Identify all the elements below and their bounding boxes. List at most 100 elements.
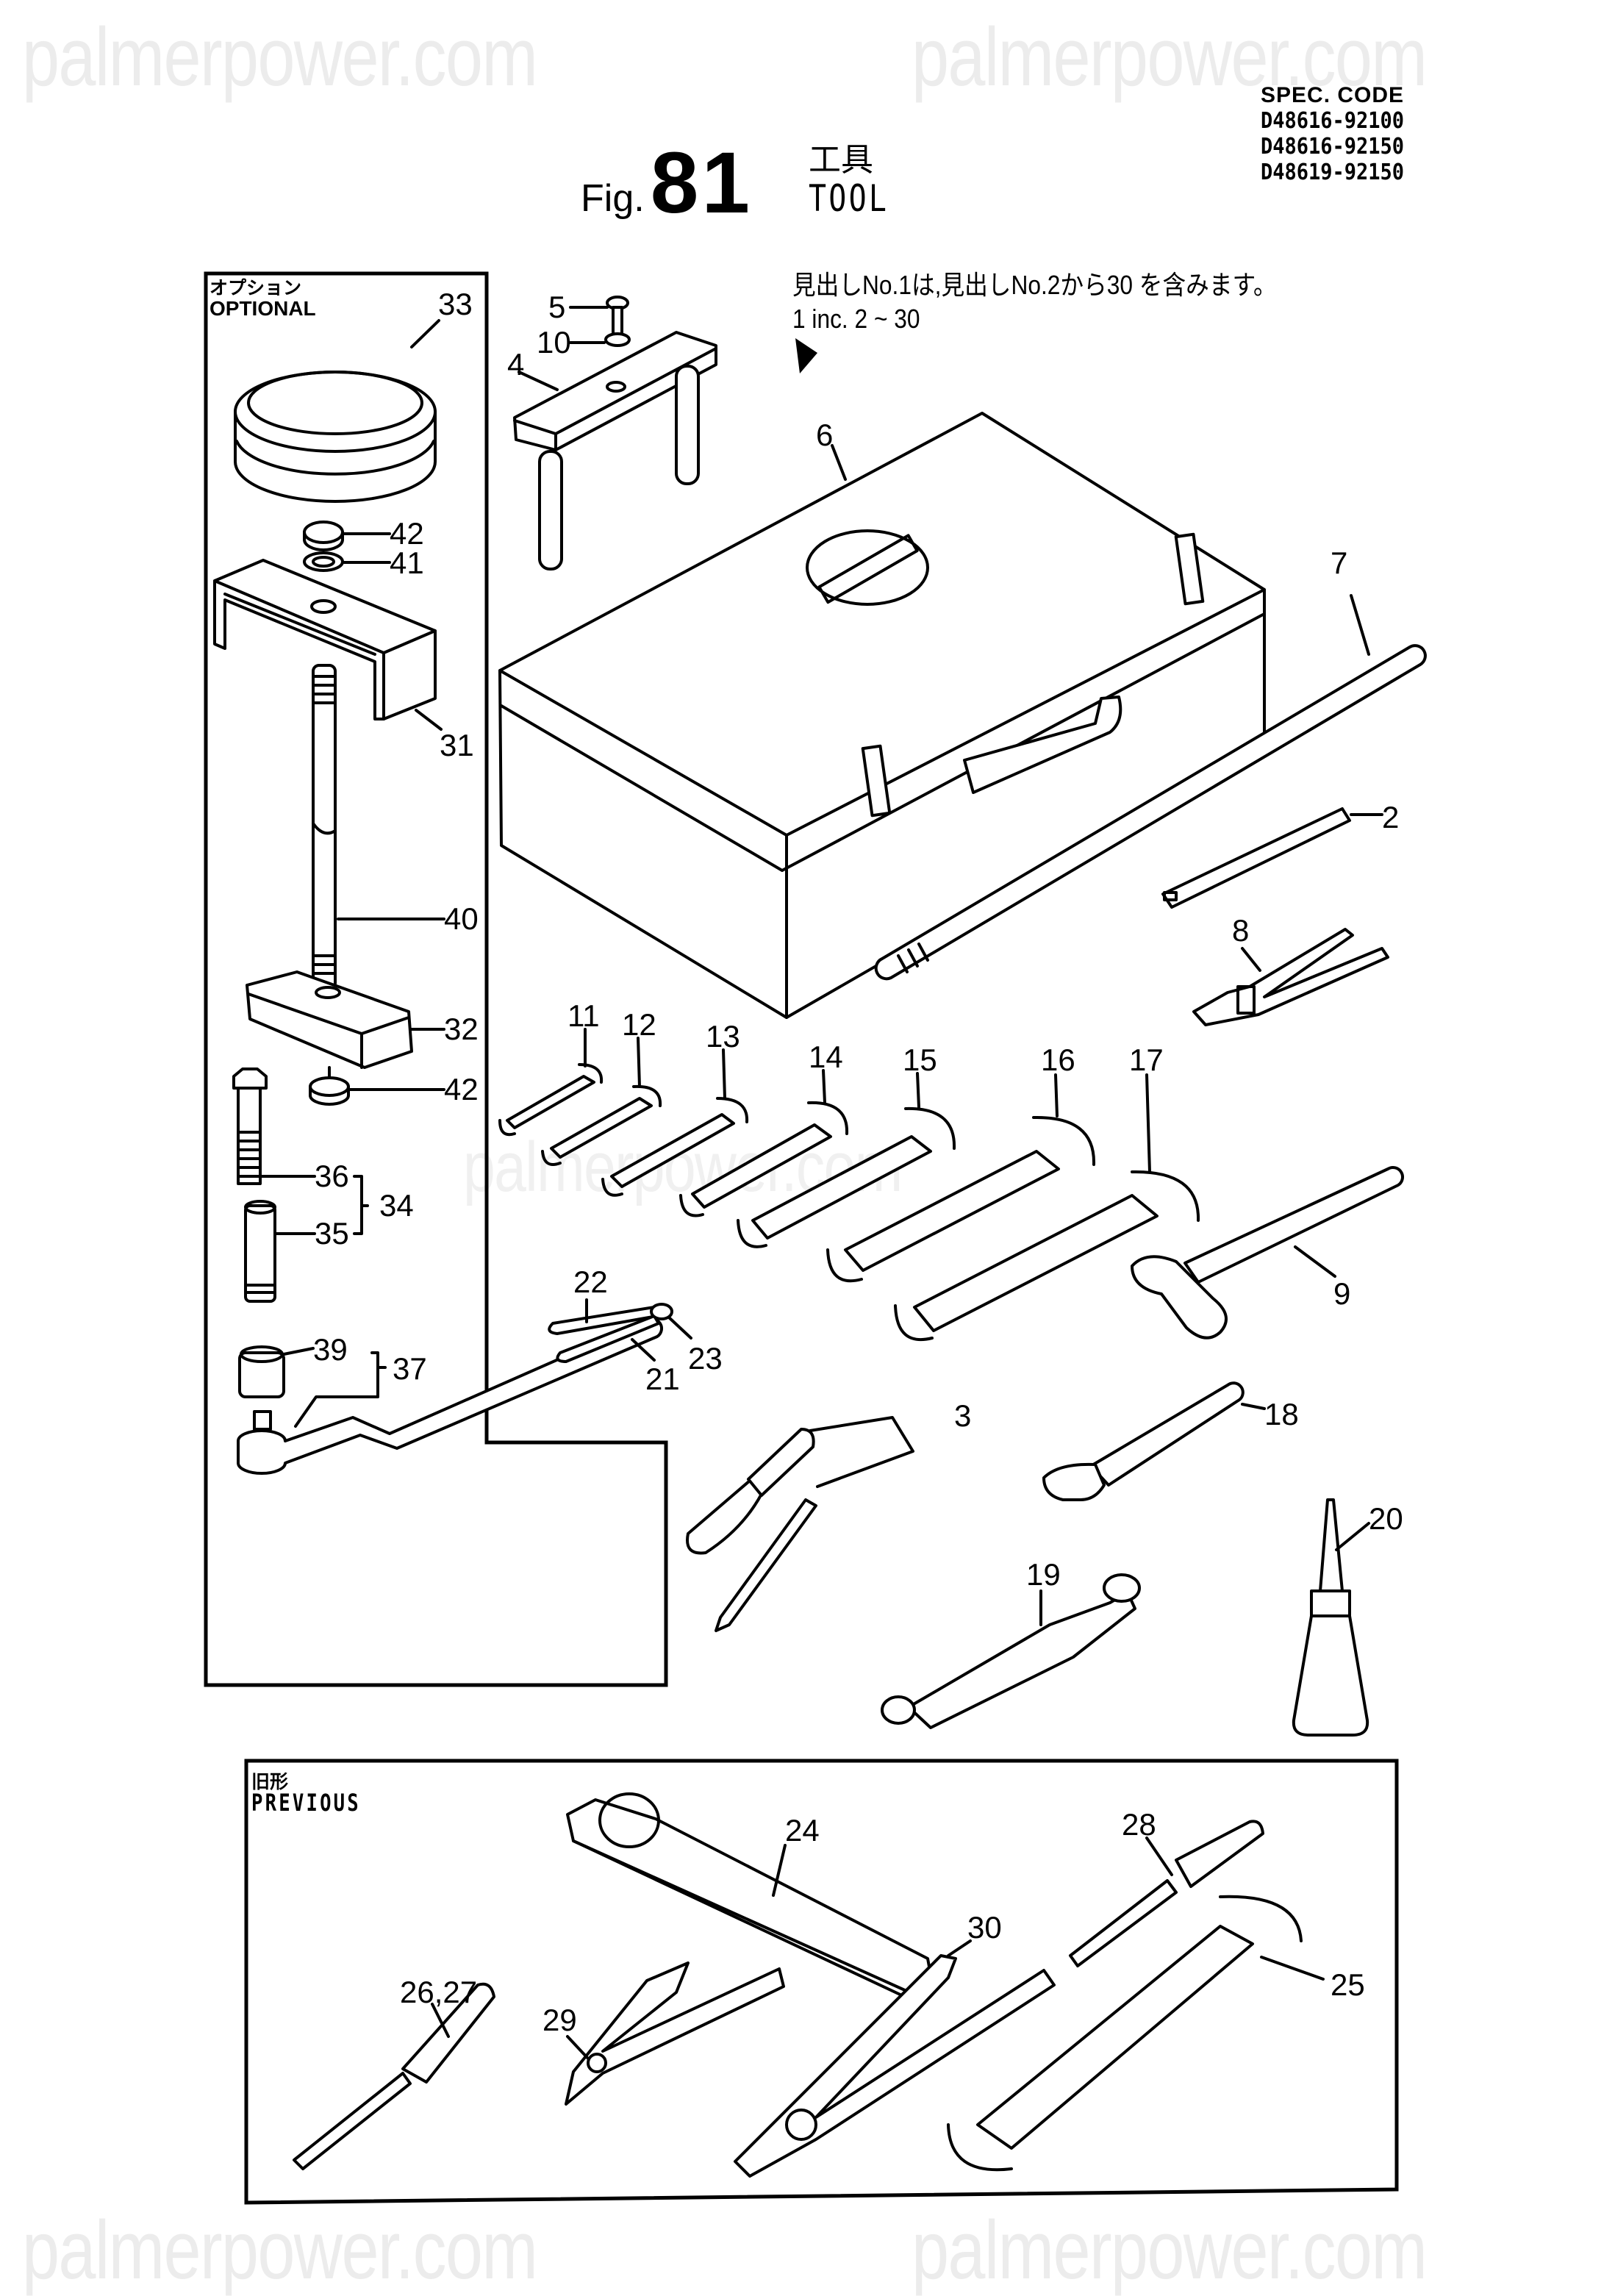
part-25-spanner[interactable] <box>947 1895 1303 2172</box>
leader-line <box>631 1338 656 1362</box>
callout-15[interactable]: 15 <box>903 1043 937 1077</box>
callout-24[interactable]: 24 <box>785 1813 820 1848</box>
part-37-crank-handle[interactable] <box>237 1317 663 1475</box>
part-15-spanner[interactable] <box>737 1106 956 1248</box>
leader-line <box>772 1844 787 1897</box>
callout-40[interactable]: 40 <box>444 901 479 936</box>
callout-10[interactable]: 10 <box>537 325 571 360</box>
leader-line <box>831 444 847 481</box>
watermark-bottom-left: palmerpower.com <box>22 2204 538 2296</box>
part-9-hammer[interactable] <box>1131 1166 1404 1340</box>
leader-line <box>1335 1522 1370 1551</box>
callout-33[interactable]: 33 <box>438 287 473 321</box>
leader-line <box>1145 1073 1151 1173</box>
callout-42-bottom[interactable]: 42 <box>444 1072 479 1106</box>
figure-title: Fig. 81 <box>581 140 753 226</box>
callout-42-top[interactable]: 42 <box>390 516 424 551</box>
callout-28[interactable]: 28 <box>1122 1807 1156 1842</box>
note-arrow-icon <box>795 338 817 373</box>
part-10-nut[interactable] <box>604 332 631 347</box>
callout-19[interactable]: 19 <box>1026 1557 1061 1592</box>
part-8-pliers[interactable] <box>1192 928 1389 1026</box>
part-17-spanner[interactable] <box>894 1170 1200 1342</box>
part-32-block[interactable] <box>246 970 413 1069</box>
callout-41[interactable]: 41 <box>390 546 424 580</box>
callout-16[interactable]: 16 <box>1041 1043 1075 1077</box>
callout-22[interactable]: 22 <box>573 1265 608 1299</box>
callout-37[interactable]: 37 <box>393 1351 427 1386</box>
part-3-screwdriver[interactable] <box>686 1428 817 1632</box>
inclusion-note-jp: 見出しNo.1は,見出しNo.2から30 を含みます。 <box>792 270 1277 300</box>
callout-6[interactable]: 6 <box>816 418 833 452</box>
callout-17[interactable]: 17 <box>1129 1043 1164 1077</box>
part-7-bar[interactable] <box>874 644 1427 981</box>
callout-23[interactable]: 23 <box>688 1341 723 1376</box>
optional-box-label: オプション OPTIONAL <box>210 278 316 319</box>
leader-line <box>667 1316 692 1340</box>
callout-3[interactable]: 3 <box>954 1398 971 1433</box>
leader-line <box>1350 594 1370 656</box>
optional-label-jp: オプション <box>210 278 302 298</box>
part-2-spanner[interactable] <box>1161 807 1351 909</box>
callout-25[interactable]: 25 <box>1331 1967 1365 2002</box>
part-35-sleeve[interactable] <box>244 1200 276 1303</box>
callout-21[interactable]: 21 <box>645 1362 680 1396</box>
callout-11[interactable]: 11 <box>567 998 600 1033</box>
callout-26-27[interactable]: 26,27 <box>400 1975 477 2009</box>
part-12-spanner[interactable] <box>541 1084 662 1166</box>
callout-9[interactable]: 9 <box>1333 1276 1350 1311</box>
inclusion-note-en: 1 inc. 2 ~ 30 <box>792 304 920 334</box>
leader-line <box>722 1048 726 1100</box>
callout-32[interactable]: 32 <box>444 1012 479 1046</box>
callout-14[interactable]: 14 <box>809 1040 843 1074</box>
callout-8[interactable]: 8 <box>1232 913 1249 948</box>
part-36-bolt[interactable] <box>232 1067 268 1185</box>
part-33-ring[interactable] <box>234 371 437 503</box>
callout-5[interactable]: 5 <box>548 290 565 324</box>
part-16-spanner[interactable] <box>826 1115 1096 1283</box>
leader-line <box>637 1037 641 1088</box>
part-20-oil-can[interactable] <box>1292 1498 1369 1737</box>
part-42-nut[interactable] <box>303 521 344 551</box>
figure-title-jp: 工具 <box>809 142 873 178</box>
leader-line <box>1054 1073 1059 1117</box>
leader-line <box>1294 1245 1336 1278</box>
bracket-34 <box>353 1175 369 1235</box>
part-41-washer[interactable] <box>303 551 344 572</box>
leader-line <box>916 1072 920 1109</box>
callout-29[interactable]: 29 <box>542 2003 577 2037</box>
callout-20[interactable]: 20 <box>1369 1501 1403 1536</box>
callout-39[interactable]: 39 <box>313 1332 348 1367</box>
callout-13[interactable]: 13 <box>706 1019 740 1054</box>
callout-31[interactable]: 31 <box>440 728 474 762</box>
part-30-snap-ring-pliers[interactable] <box>734 1954 1056 2178</box>
part-11-spanner[interactable] <box>498 1063 604 1137</box>
callout-18[interactable]: 18 <box>1264 1397 1299 1431</box>
part-26-27-screwdriver[interactable] <box>293 1982 495 2170</box>
part-24-wrench[interactable] <box>566 1792 935 2004</box>
part-29-pliers[interactable] <box>565 1961 785 2106</box>
callout-2[interactable]: 2 <box>1382 800 1399 834</box>
part-18-adjustable-wrench[interactable] <box>1042 1381 1245 1501</box>
part-39-socket[interactable] <box>238 1345 285 1398</box>
callout-36[interactable]: 36 <box>315 1159 349 1193</box>
part-6-toolbox[interactable] <box>498 412 1266 1019</box>
part-13-spanner[interactable] <box>601 1097 749 1197</box>
leader-line <box>947 1939 972 1957</box>
callout-7[interactable]: 7 <box>1331 546 1347 580</box>
part-21-22-feeler-gauge[interactable] <box>548 1303 673 1363</box>
part-5-screw[interactable] <box>606 296 629 338</box>
callout-34[interactable]: 34 <box>379 1188 414 1223</box>
part-31-bracket[interactable] <box>213 559 437 720</box>
callout-4[interactable]: 4 <box>507 347 524 382</box>
part-14-spanner[interactable] <box>679 1101 849 1217</box>
callout-35[interactable]: 35 <box>315 1216 349 1251</box>
part-4-puller[interactable] <box>513 331 717 571</box>
callout-12[interactable]: 12 <box>622 1007 656 1042</box>
callout-30[interactable]: 30 <box>967 1910 1002 1945</box>
part-42-nut-bottom[interactable] <box>309 1066 350 1106</box>
part-28-screwdriver[interactable] <box>1069 1820 1264 1967</box>
part-19-box-wrench[interactable] <box>881 1573 1141 1729</box>
part-40-stud[interactable] <box>312 664 337 990</box>
watermark-bottom-right: palmerpower.com <box>912 2204 1428 2296</box>
